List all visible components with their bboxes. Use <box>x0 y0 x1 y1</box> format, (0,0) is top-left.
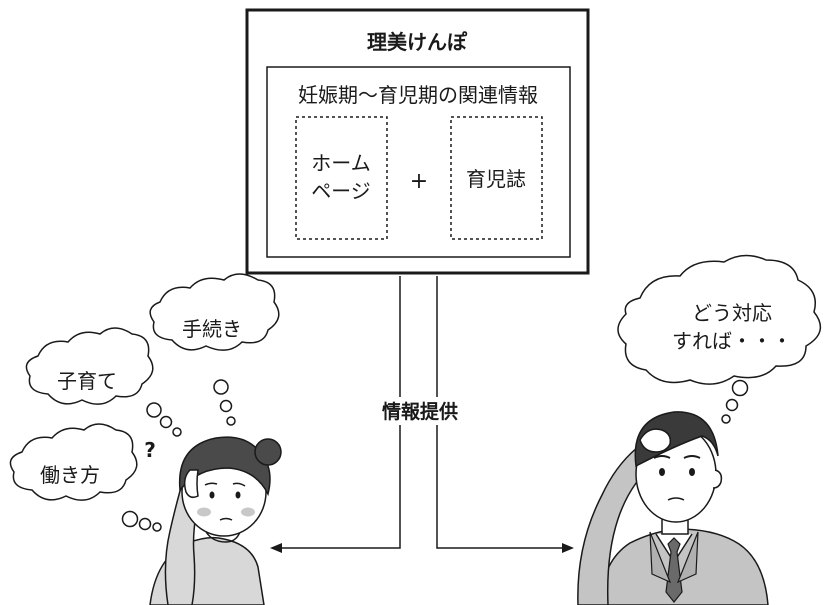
man-illustration <box>577 411 769 605</box>
flow-lines: 情報提供 <box>270 276 574 553</box>
woman-thought-dots <box>121 379 236 532</box>
thought-work: 働き方 <box>40 463 100 487</box>
thought-procedures: 手続き <box>182 317 242 341</box>
arrow-to-man <box>436 276 574 553</box>
plus-sign: + <box>410 169 428 194</box>
source-magazine-label: 育児誌 <box>466 167 526 191</box>
info-title: 妊娠期〜育児期の関連情報 <box>298 83 538 107</box>
woman-illustration <box>149 436 282 605</box>
arrow-to-woman <box>270 276 401 553</box>
man-thought-bubble: どう対応 すれば・・・ <box>617 254 822 385</box>
woman-thought-bubble-procedures: 手続き <box>149 273 280 351</box>
info-panel: 妊娠期〜育児期の関連情報 ホーム ページ + 育児誌 <box>266 66 571 258</box>
org-box: 理美けんぽ 妊娠期〜育児期の関連情報 ホーム ページ + 育児誌 <box>245 8 590 275</box>
org-name: 理美けんぽ <box>367 30 468 54</box>
confusion-mark: ? <box>144 438 156 462</box>
woman-thought-bubble-childcare: 子育て <box>25 327 154 405</box>
source-homepage-line-2: ページ <box>311 179 371 203</box>
thought-childcare: 子育て <box>57 369 117 393</box>
man-thought-line-2: すれば・・・ <box>672 329 792 353</box>
source-homepage: ホーム ページ <box>295 116 388 240</box>
source-magazine: 育児誌 <box>450 116 543 240</box>
source-homepage-line-1: ホーム <box>311 151 370 175</box>
man-thought-dots <box>721 379 749 424</box>
flow-label: 情報提供 <box>382 400 458 423</box>
man-thought-line-1: どう対応 <box>692 301 772 325</box>
woman-thought-bubble-work: 働き方 <box>9 423 138 501</box>
